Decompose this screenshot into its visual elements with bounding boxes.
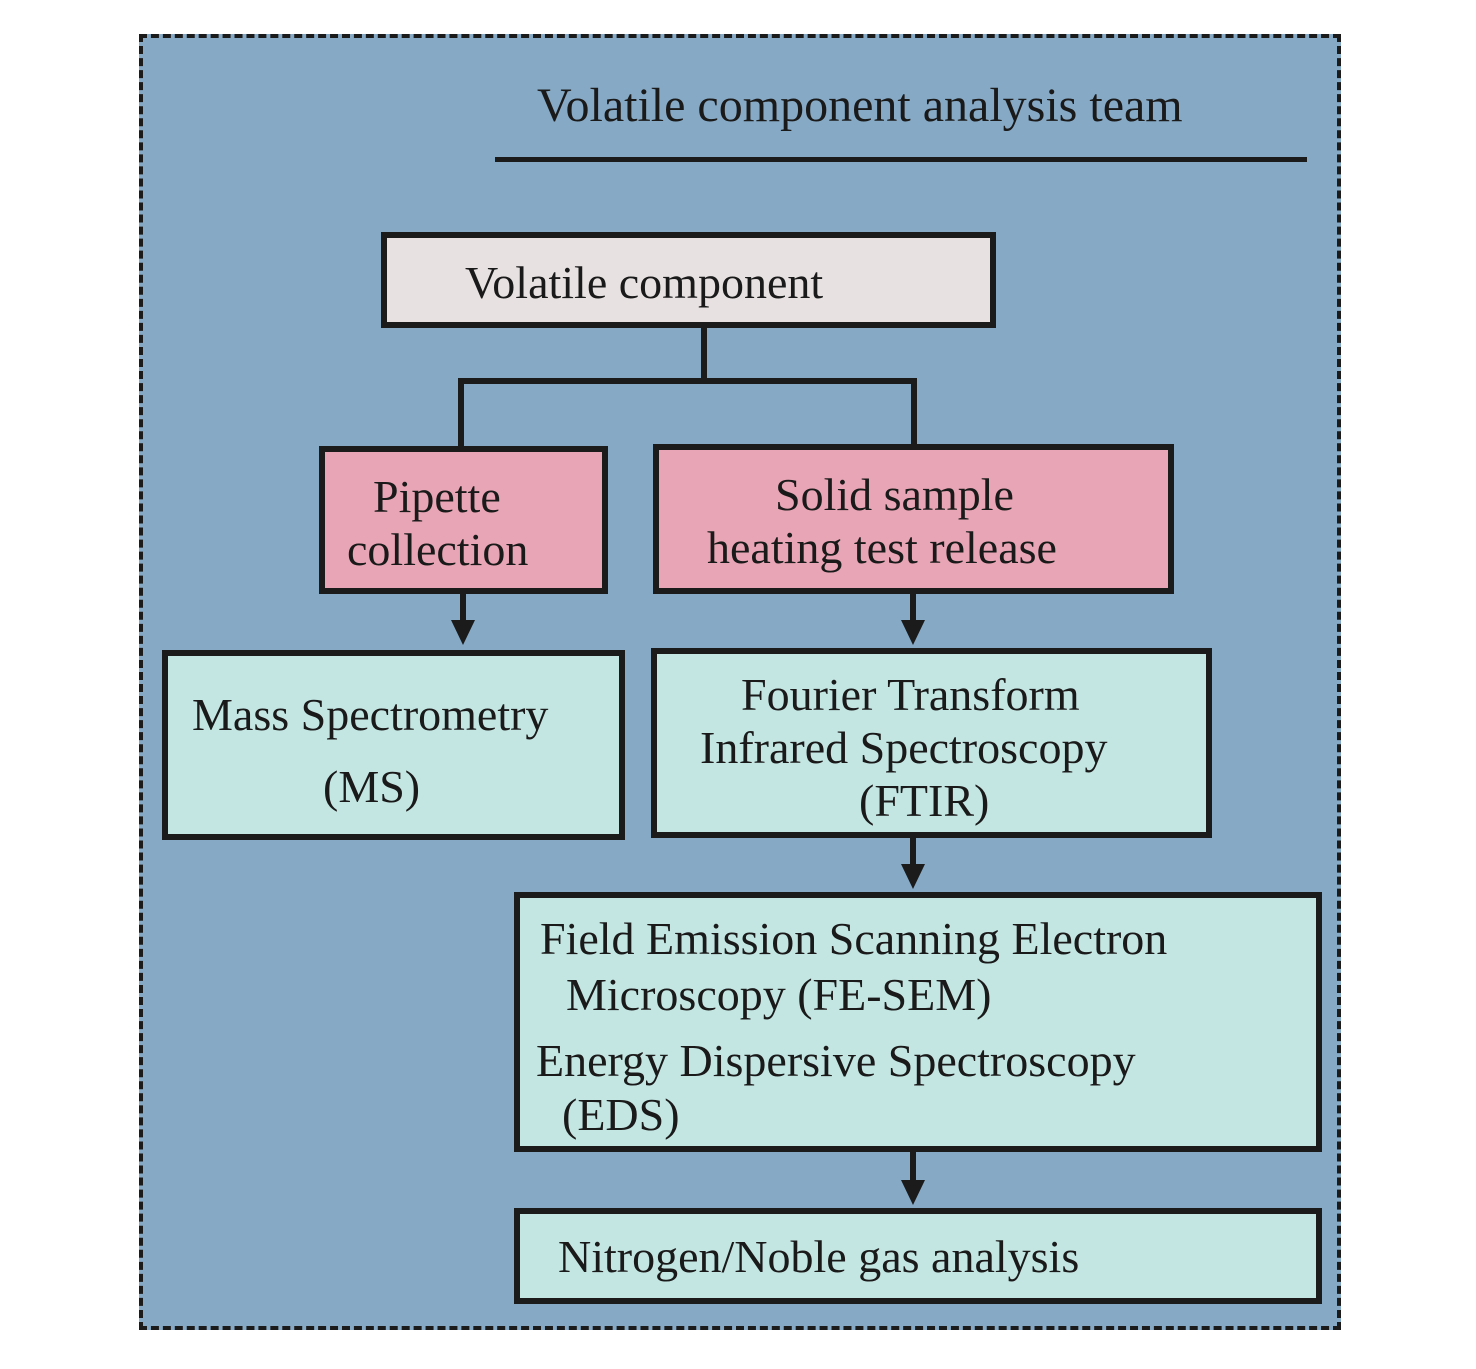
edge-sem-to-gas: [901, 1150, 925, 1205]
node-label-line-3: (FTIR): [859, 775, 990, 826]
node-label-line-1: Solid sample: [775, 469, 1014, 520]
node-label: Volatile component: [465, 257, 824, 308]
node-label-line-2: (MS): [323, 761, 421, 812]
node-label-line-4: (EDS): [562, 1089, 680, 1140]
node-ftir: Fourier Transform Infrared Spectroscopy …: [651, 648, 1212, 838]
node-solid-sample-heating: Solid sample heating test release: [653, 444, 1174, 594]
node-label-line-1: Field Emission Scanning Electron: [540, 913, 1168, 964]
node-label-line-2: collection: [347, 524, 529, 575]
node-label-line-1: Pipette: [373, 471, 501, 522]
edge-pipette-to-ms: [451, 591, 475, 645]
edge-ftir-to-sem: [901, 836, 925, 889]
node-label-line-1: Fourier Transform: [741, 669, 1080, 720]
node-nitrogen-noble-gas: Nitrogen/Noble gas analysis: [514, 1208, 1322, 1304]
node-label-line-3: Energy Dispersive Spectroscopy: [536, 1035, 1136, 1086]
node-label-line-2: Microscopy (FE-SEM): [566, 969, 992, 1020]
title-underline: [495, 157, 1307, 162]
node-label-line-2: heating test release: [707, 522, 1057, 573]
team-title: Volatile component analysis team: [537, 79, 1183, 132]
node-label: Nitrogen/Noble gas analysis: [558, 1231, 1080, 1282]
node-volatile-component: Volatile component: [381, 232, 996, 328]
node-mass-spectrometry: Mass Spectrometry (MS): [162, 650, 625, 840]
node-label-line-2: Infrared Spectroscopy: [700, 722, 1108, 773]
node-fe-sem-eds: Field Emission Scanning Electron Microsc…: [514, 892, 1322, 1152]
node-label-line-1: Mass Spectrometry: [192, 689, 549, 740]
edge-solid-to-ftir: [901, 591, 925, 645]
node-pipette-collection: Pipette collection: [319, 446, 608, 594]
